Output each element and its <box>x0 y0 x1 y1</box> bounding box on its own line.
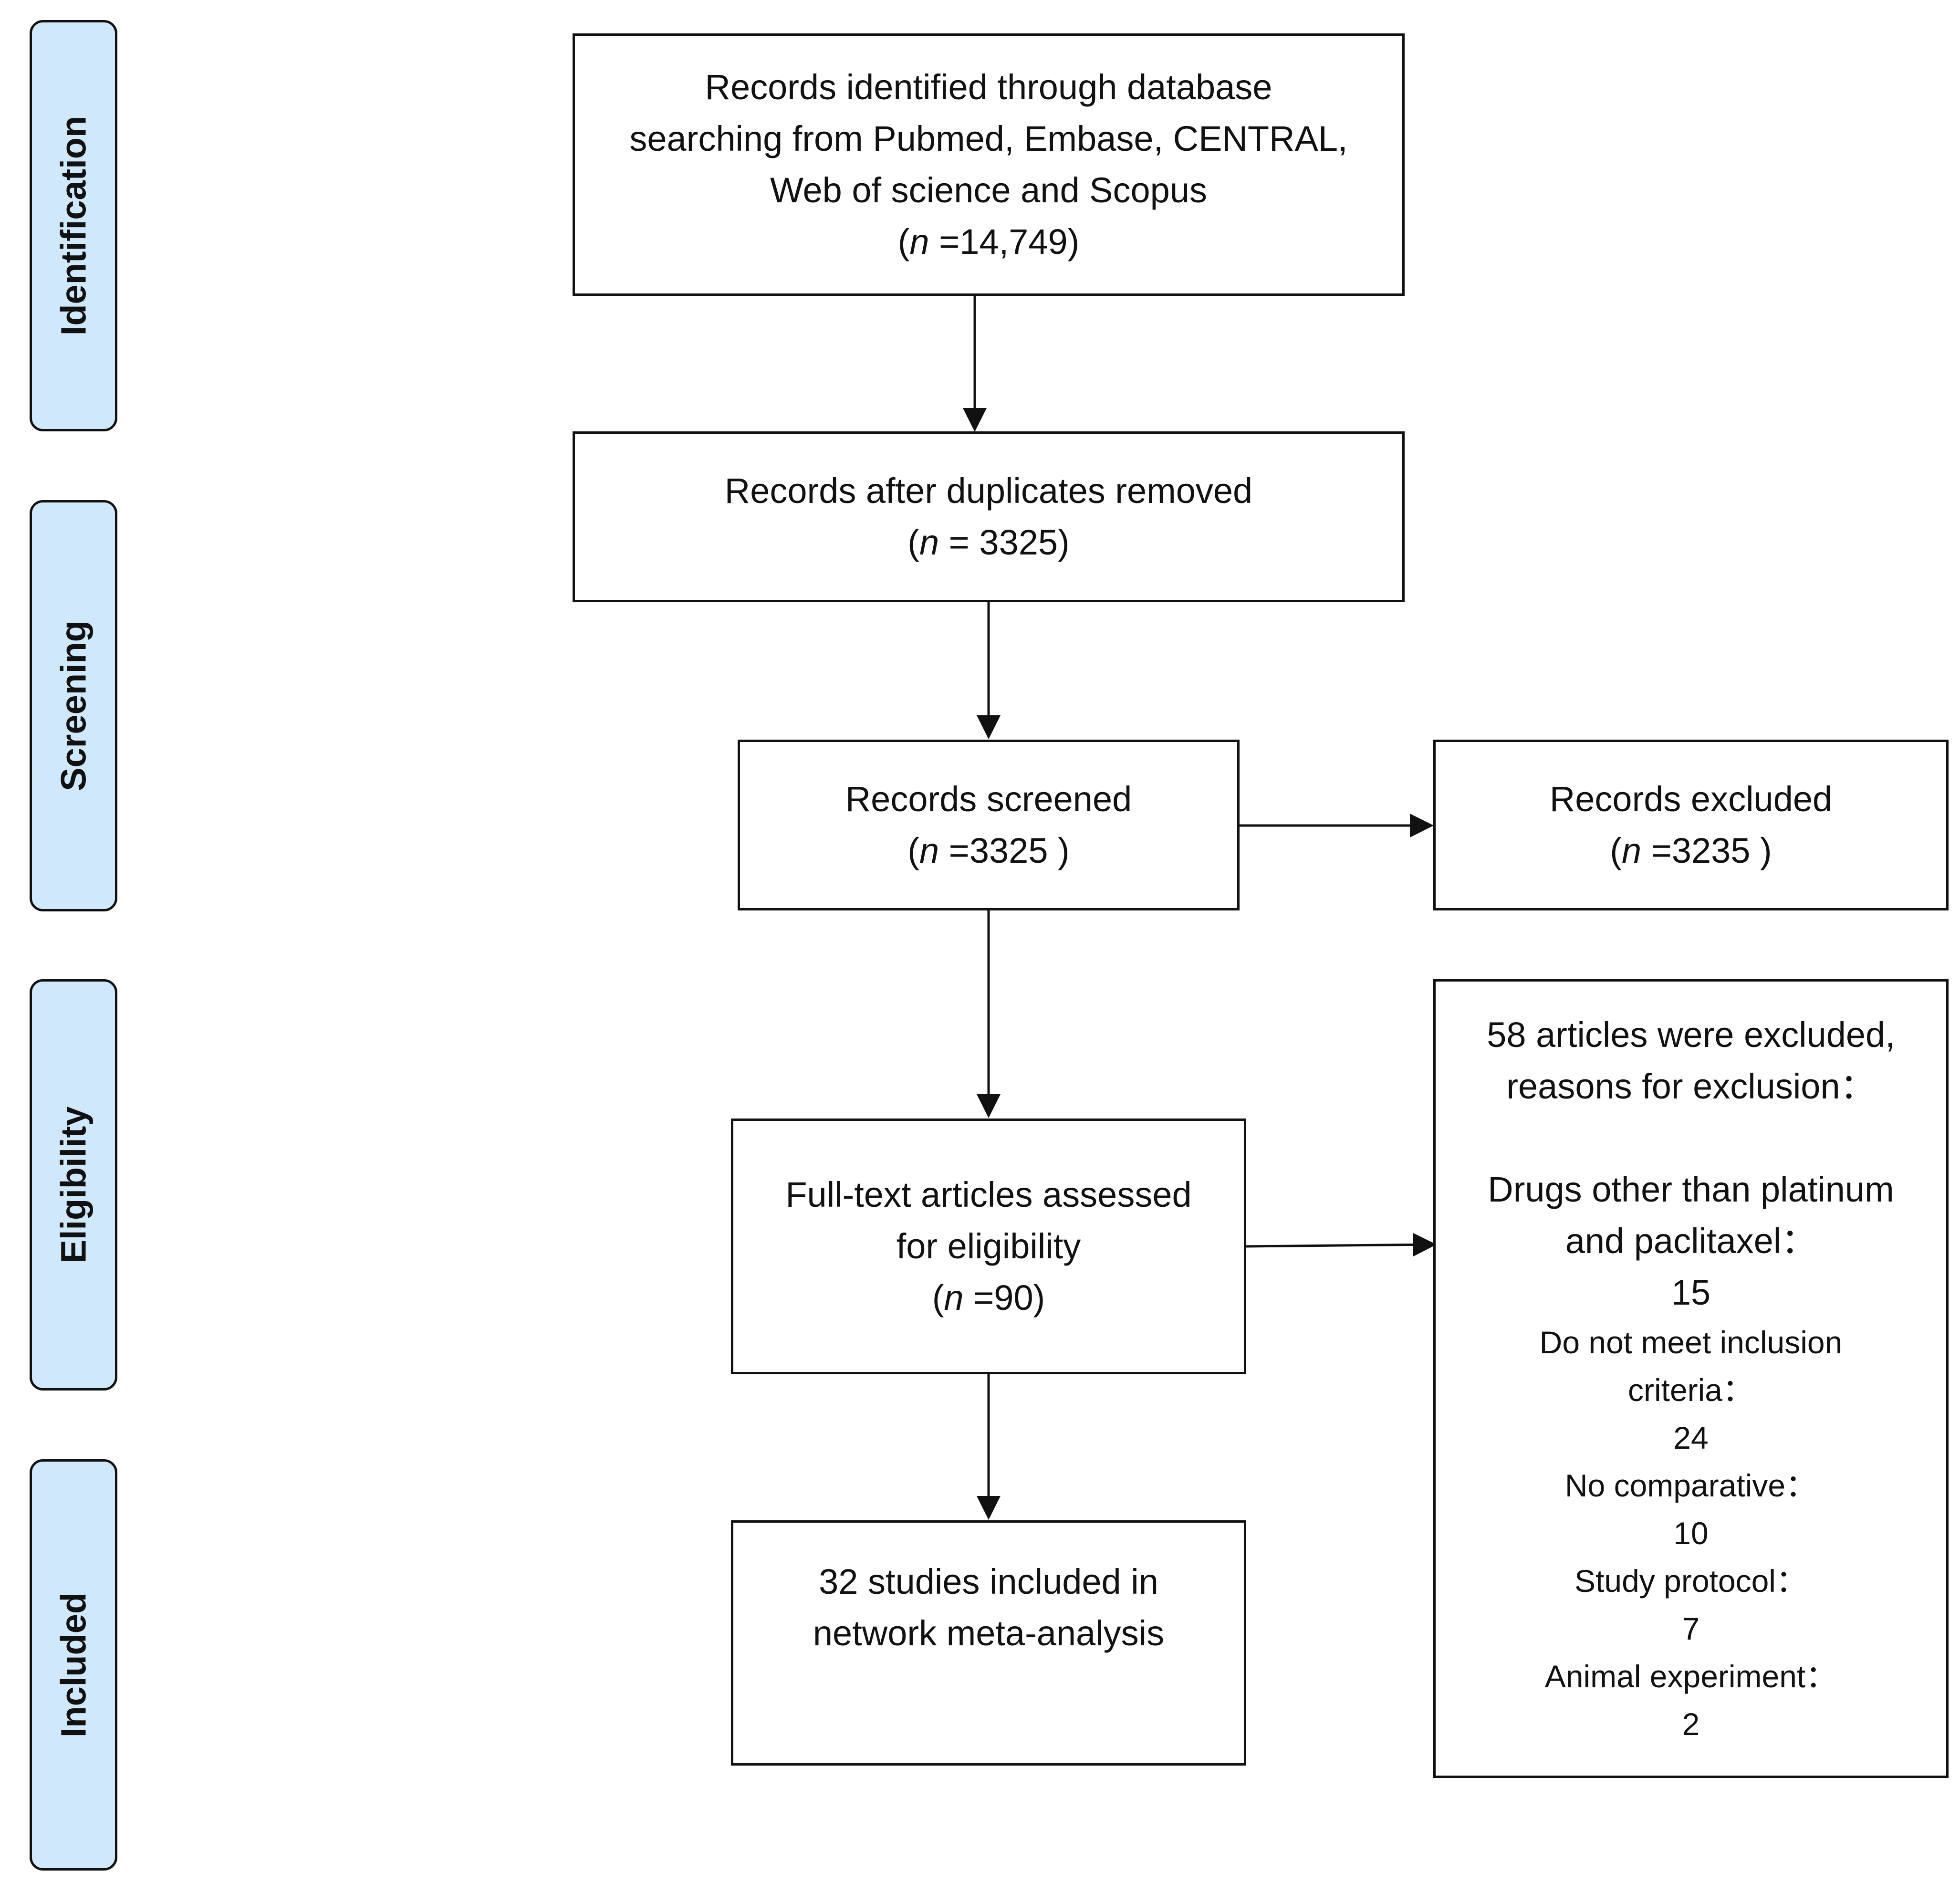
included-line-2: network meta-analysis <box>813 1613 1165 1653</box>
excl-reason-inclusion-count: 24 <box>1673 1420 1709 1455</box>
stage-label-eligibility: Eligibility <box>53 1106 94 1264</box>
stage-screening: Screening <box>30 500 117 911</box>
screened-line: Records screened <box>845 779 1132 819</box>
excl-header-1: 58 articles were excluded, <box>1487 1015 1895 1055</box>
excl-header-2: reasons for exclusion： <box>1506 1066 1876 1106</box>
excl-reason-animal: Animal experiment： <box>1544 1659 1837 1694</box>
included-line-1: 32 studies included in <box>819 1562 1158 1601</box>
identified-line-1: Records identified through database <box>705 67 1272 107</box>
excluded-line: Records excluded <box>1549 779 1833 819</box>
excl-reason-drugs: Drugs other than platinum <box>1488 1170 1894 1209</box>
screened-count: (n =3325 ) <box>907 831 1070 870</box>
excl-reason-inclusion: Do not meet inclusion <box>1539 1325 1843 1360</box>
identified-count: (n =14,749) <box>897 222 1080 261</box>
excl-reason-drugs-2: and paclitaxel： <box>1565 1221 1817 1261</box>
duplicates-line: Records after duplicates removed <box>724 471 1253 511</box>
fulltext-line-1: Full-text articles assessed <box>785 1175 1192 1214</box>
box-records-screened: Records screened (n =3325 ) <box>738 740 1240 910</box>
excl-reason-comparative: No comparative： <box>1564 1468 1817 1503</box>
box-fulltext-assessed: Full-text articles assessed for eligibil… <box>731 1119 1246 1374</box>
box-duplicates-removed: Records after duplicates removed (n = 33… <box>573 431 1405 602</box>
excl-reason-protocol-count: 7 <box>1682 1611 1700 1646</box>
stage-label-screening: Screening <box>53 620 94 791</box>
excluded-count: (n =3235 ) <box>1610 831 1772 870</box>
stage-label-included: Included <box>53 1592 94 1738</box>
stage-label-identification: Identification <box>53 115 94 336</box>
box-studies-included: 32 studies included in network meta-anal… <box>731 1520 1246 1766</box>
stage-eligibility: Eligibility <box>30 979 117 1391</box>
fulltext-line-2: for eligibility <box>896 1226 1081 1266</box>
stage-included: Included <box>30 1459 117 1871</box>
box-fulltext-excluded: 58 articles were excluded, reasons for e… <box>1433 979 1949 1778</box>
excl-reason-protocol: Study protocol： <box>1574 1563 1807 1599</box>
fulltext-count: (n =90) <box>932 1278 1045 1317</box>
identified-line-2: searching from Pubmed, Embase, CENTRAL, <box>629 119 1348 158</box>
box-records-identified: Records identified through database sear… <box>573 33 1405 296</box>
excl-reason-comparative-count: 10 <box>1673 1516 1709 1551</box>
box-records-excluded: Records excluded (n =3235 ) <box>1433 740 1949 910</box>
stage-identification: Identification <box>30 20 117 431</box>
identified-line-3: Web of science and Scopus <box>770 170 1207 210</box>
duplicates-count: (n = 3325) <box>907 523 1070 562</box>
excl-reason-drugs-count: 15 <box>1671 1273 1711 1312</box>
excl-reason-inclusion-2: criteria： <box>1627 1372 1754 1408</box>
arrow-fulltext-to-excluded <box>1246 1233 1437 1257</box>
excl-reason-animal-count: 2 <box>1682 1706 1700 1742</box>
